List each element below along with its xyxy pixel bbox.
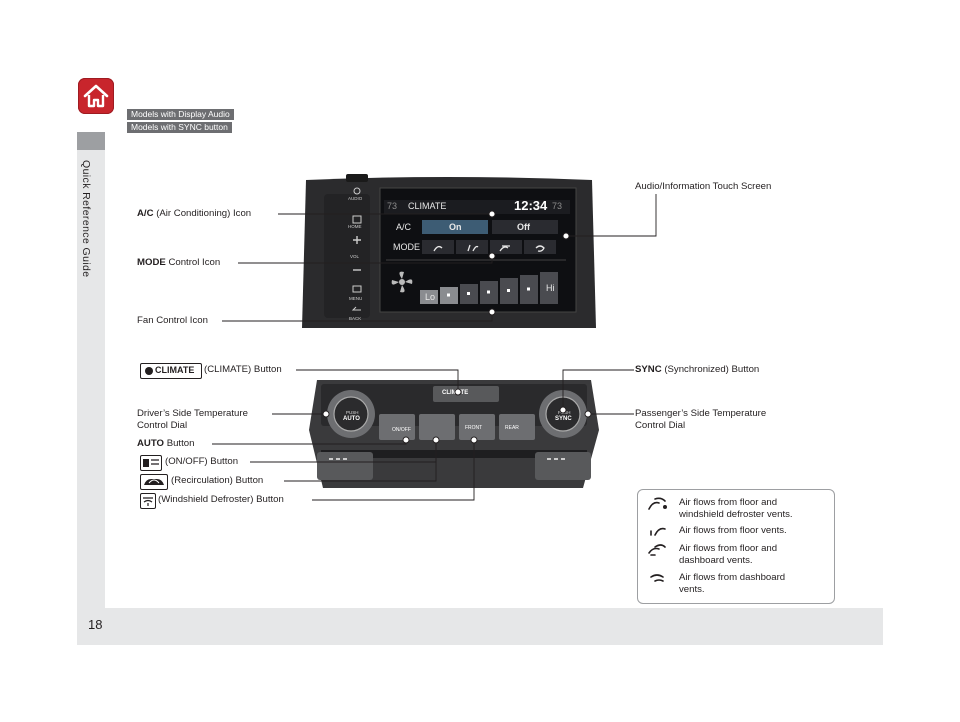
callout-fan-icon: Fan Control Icon xyxy=(137,315,208,326)
fan-icon xyxy=(145,367,153,375)
side-btn-home[interactable]: HOME xyxy=(348,224,362,229)
climate-hard-button xyxy=(433,386,499,402)
callout-onoff-button: (ON/OFF) Button xyxy=(165,456,239,467)
panel-rear-label[interactable]: REAR xyxy=(505,425,519,431)
floor-windshield-icon xyxy=(648,497,667,510)
vol-plus-icon xyxy=(353,236,361,244)
car-recirculation-icon xyxy=(144,479,164,485)
climate-key-icon: CLIMATE xyxy=(140,363,202,379)
callout-touch-screen: Audio/Information Touch Screen xyxy=(635,181,772,192)
screen-mode-icons xyxy=(433,244,545,252)
fan-level-dot xyxy=(487,290,490,294)
floor-icon xyxy=(650,527,666,536)
mode-floor-windshield-icon xyxy=(433,245,443,252)
page-footer xyxy=(77,608,883,645)
recirc-hard-button xyxy=(419,414,455,440)
screen-ac-label: A/C xyxy=(396,222,412,232)
screen-fan-hi: Hi xyxy=(546,283,555,293)
fan-level-dot xyxy=(527,287,530,291)
screen-ac-off[interactable]: Off xyxy=(517,222,530,232)
fan-level-dot xyxy=(507,289,510,292)
callout-windshield-button: (Windshield Defroster) Button xyxy=(158,494,284,505)
dashboard-icon xyxy=(650,574,664,582)
screen-ac-on[interactable]: On xyxy=(449,222,462,232)
recirc-key-icon xyxy=(140,474,168,490)
side-btn-icons xyxy=(351,187,362,311)
callout-recirc-button: (Recirculation) Button xyxy=(171,475,264,486)
page-number: 18 xyxy=(88,617,103,632)
screen-temp-left: 73 xyxy=(387,201,398,211)
mode-dashboard-icon xyxy=(535,245,545,252)
rear-defrost-hard-button xyxy=(499,414,535,440)
side-btn-vol[interactable]: VOL xyxy=(350,254,360,259)
callout-sync-button: SYNC (Synchronized) Button xyxy=(635,364,760,375)
fan-level-bar[interactable] xyxy=(540,272,558,304)
power-icon xyxy=(353,187,361,195)
screen-mode-label: MODE xyxy=(393,242,420,252)
airflow-legend xyxy=(637,489,835,604)
mode-floor-icon xyxy=(467,244,479,252)
section-title: Quick Reference Guide xyxy=(80,160,92,278)
panel-auto-button[interactable]: AUTO xyxy=(343,416,360,422)
legend-icons xyxy=(648,497,667,582)
floor-dashboard-icon xyxy=(648,544,666,556)
onoff-key-icon xyxy=(140,455,162,471)
callout-climate-button: (CLIMATE) Button xyxy=(204,364,282,375)
panel-sync-button[interactable]: SYNC xyxy=(555,416,572,422)
legend-item-floor: Air flows from floor vents. xyxy=(679,525,787,536)
callout-mode-icon: MODE Control Icon xyxy=(137,257,221,268)
home-grid-icon xyxy=(352,215,362,224)
climate-control-panel xyxy=(309,380,599,488)
windshield-defrost-icon xyxy=(143,497,153,506)
fan-level-dot xyxy=(467,292,470,295)
screen-title: CLIMATE xyxy=(408,201,447,211)
screen-fan-lo: Lo xyxy=(425,292,436,302)
panel-auto-push: PUSH xyxy=(346,410,359,415)
home-button[interactable] xyxy=(78,78,114,114)
callout-ac-icon: A/C (Air Conditioning) Icon xyxy=(137,208,252,219)
mode-floor-dashboard-icon xyxy=(499,245,510,252)
side-btn-audio[interactable]: AUDIO xyxy=(348,196,363,201)
screen-clock: 12:34 xyxy=(514,198,548,213)
fan-level-dot xyxy=(447,293,450,297)
side-btn-menu[interactable]: MENU xyxy=(349,296,363,301)
windshield-key-icon xyxy=(140,493,156,509)
model-tag-display-audio: Models with Display Audio xyxy=(127,109,234,120)
model-tag-sync-button: Models with SYNC button xyxy=(127,122,232,133)
sidebar-header xyxy=(77,132,105,150)
side-btn-back[interactable]: BACK xyxy=(349,316,362,321)
menu-icon xyxy=(352,285,362,293)
home-icon xyxy=(83,84,109,108)
front-defrost-hard-button xyxy=(459,414,495,440)
panel-front-label[interactable]: FRONT xyxy=(465,425,483,431)
screen-temp-right: 73 xyxy=(552,201,563,211)
sidebar xyxy=(77,132,105,608)
fan-level-bar[interactable] xyxy=(420,290,438,304)
onoff-hard-button xyxy=(379,414,415,440)
callout-auto-button: AUTO Button xyxy=(137,438,195,449)
back-icon xyxy=(351,306,361,311)
panel-onoff-label[interactable]: ON/OFF xyxy=(392,427,411,433)
